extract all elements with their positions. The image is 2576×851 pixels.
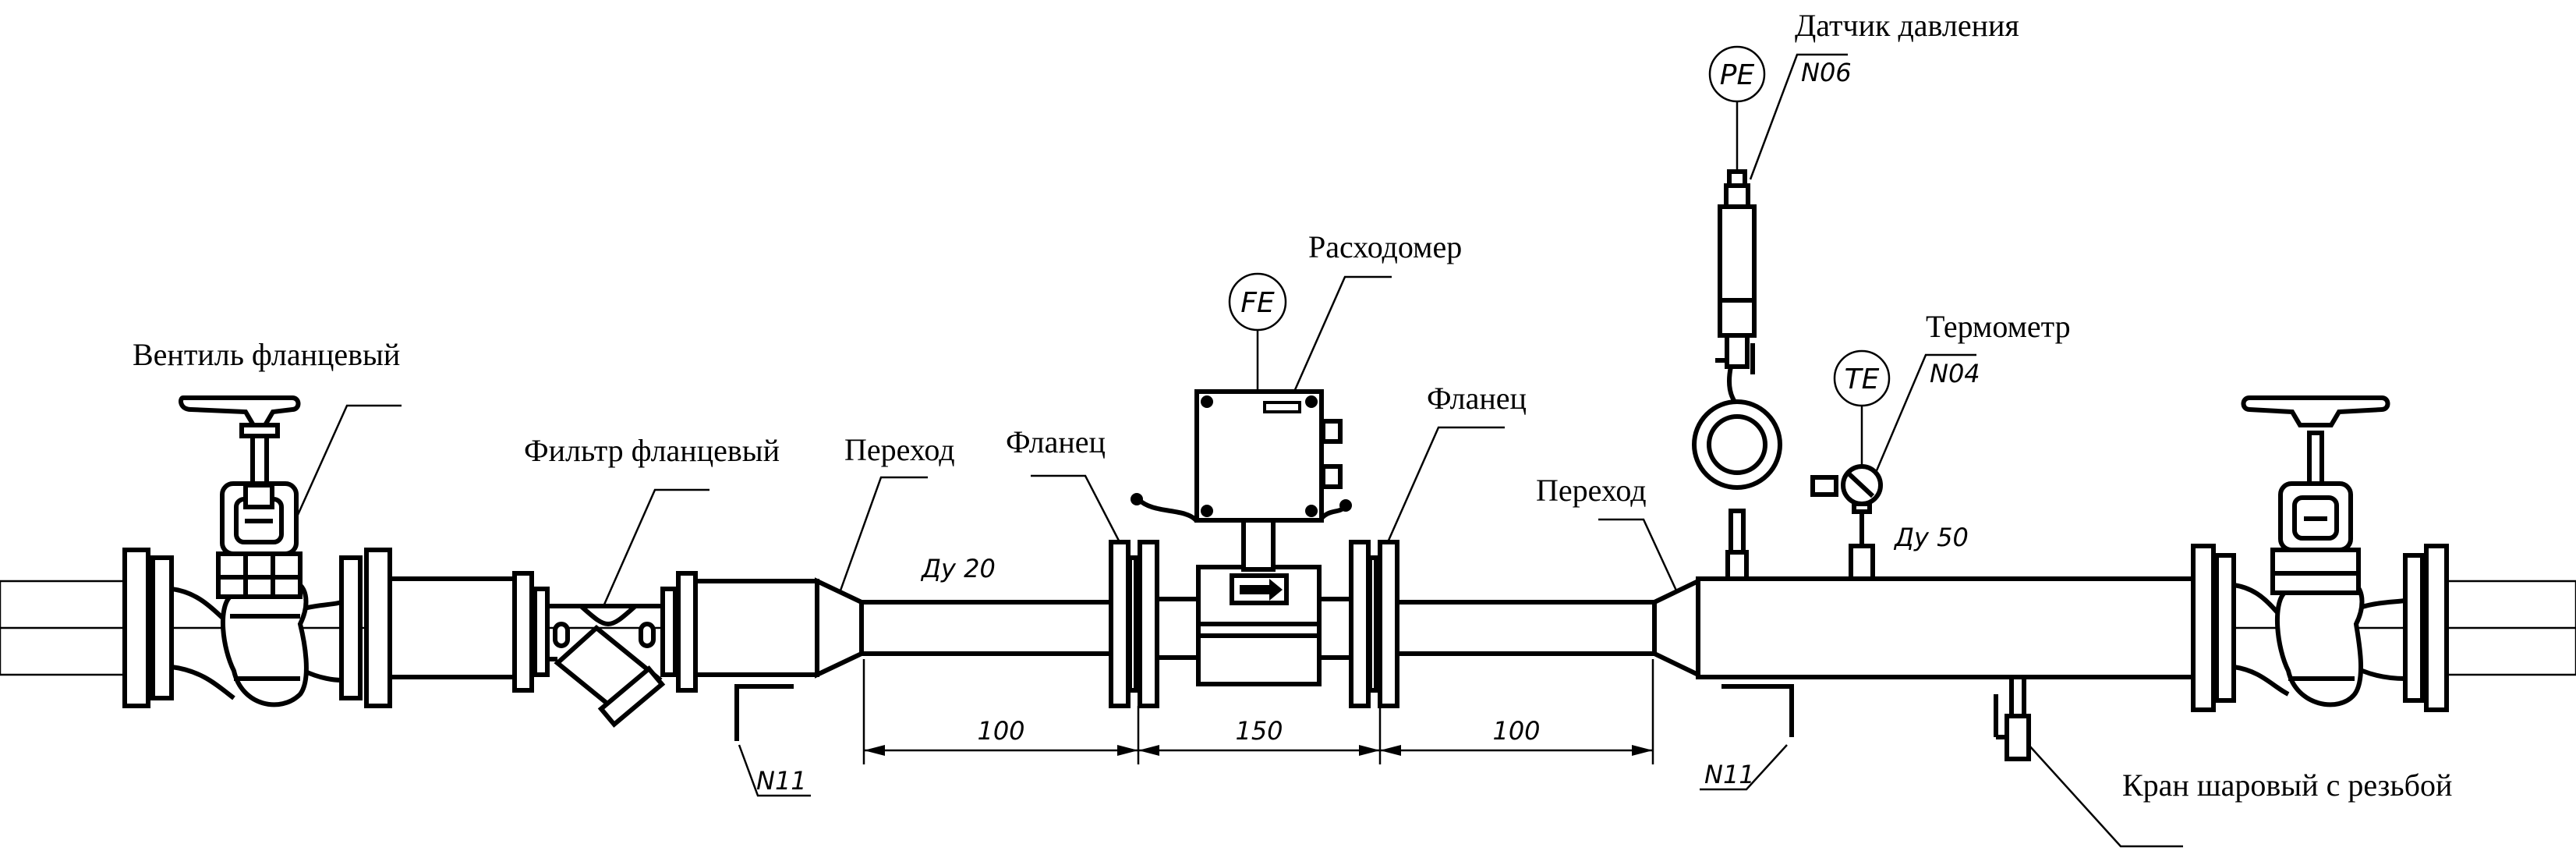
label-flange-left: Фланец — [1006, 424, 1106, 459]
support-left: N11 — [734, 684, 811, 797]
dimension-3: 100 — [1492, 716, 1540, 746]
leader-filter — [603, 488, 709, 605]
reducer-right[interactable] — [1652, 577, 1700, 679]
flanged-valve-right[interactable] — [2191, 395, 2449, 712]
label-flowmeter: Расходомер — [1308, 229, 1462, 264]
ball-valve[interactable] — [1994, 675, 2031, 761]
fe-symbol: FE — [1228, 272, 1287, 332]
thermometer[interactable] — [1810, 464, 1883, 581]
leader-ball-valve — [2028, 744, 2183, 848]
pressure-sensor-tag: N06 — [1801, 58, 1852, 87]
pipe-du20-right — [1395, 600, 1657, 656]
label-valve-left: Вентиль фланцевый — [133, 337, 400, 372]
leader-thermometer — [1874, 353, 1976, 475]
leader-reducer-right — [1598, 518, 1678, 591]
pipe-du50 — [1696, 576, 2196, 679]
reducer-left[interactable] — [815, 577, 864, 679]
pipe-du20-left — [859, 600, 1113, 656]
pe-symbol: PE — [1708, 45, 1766, 103]
pipe-segment-valve-filter — [387, 576, 517, 679]
leader-flange-left — [1031, 474, 1121, 543]
flanged-filter[interactable] — [512, 571, 698, 728]
svg-text:TE: TE — [1845, 363, 1880, 395]
dimension-1: 100 — [977, 716, 1024, 746]
thermometer-tag: N04 — [1930, 359, 1980, 388]
label-reducer-left: Переход — [844, 432, 955, 467]
pipe-segment-filter-reducer — [693, 579, 819, 677]
pressure-sensor[interactable] — [1692, 169, 1782, 581]
leader-flange-right — [1386, 426, 1505, 543]
svg-text:FE: FE — [1240, 287, 1275, 319]
leader-reducer-left — [839, 476, 928, 591]
support-right: N11 — [1700, 684, 1794, 791]
label-reducer-right: Переход — [1536, 473, 1647, 508]
label-thermometer: Термометр — [1926, 309, 2071, 344]
te-symbol: TE — [1833, 349, 1891, 407]
pipe-size-du50: Ду 50 — [1893, 523, 1969, 552]
label-filter: Фильтр фланцевый — [524, 433, 780, 468]
flange-left[interactable] — [1109, 540, 1159, 708]
svg-text:PE: PE — [1720, 59, 1755, 91]
support-tag-right: N11 — [1704, 760, 1755, 789]
label-ball-valve: Кран шаровый с резьбой — [2122, 768, 2452, 803]
label-flange-right: Фланец — [1427, 381, 1527, 416]
flowmeter[interactable] — [1131, 389, 1367, 686]
dimension-2: 150 — [1235, 716, 1283, 746]
label-pressure-sensor: Датчик давления — [1795, 8, 2019, 43]
support-tag-left: N11 — [756, 766, 807, 796]
flange-right[interactable] — [1349, 540, 1399, 708]
leader-pressure-sensor — [1749, 53, 1848, 180]
pipe-size-du20: Ду 20 — [920, 554, 996, 583]
flanged-valve-left[interactable] — [122, 395, 392, 708]
leader-flowmeter — [1293, 275, 1392, 392]
outlet-pipe — [2445, 580, 2576, 676]
dimension-lines — [862, 659, 1654, 764]
leader-valve-left — [296, 404, 402, 516]
